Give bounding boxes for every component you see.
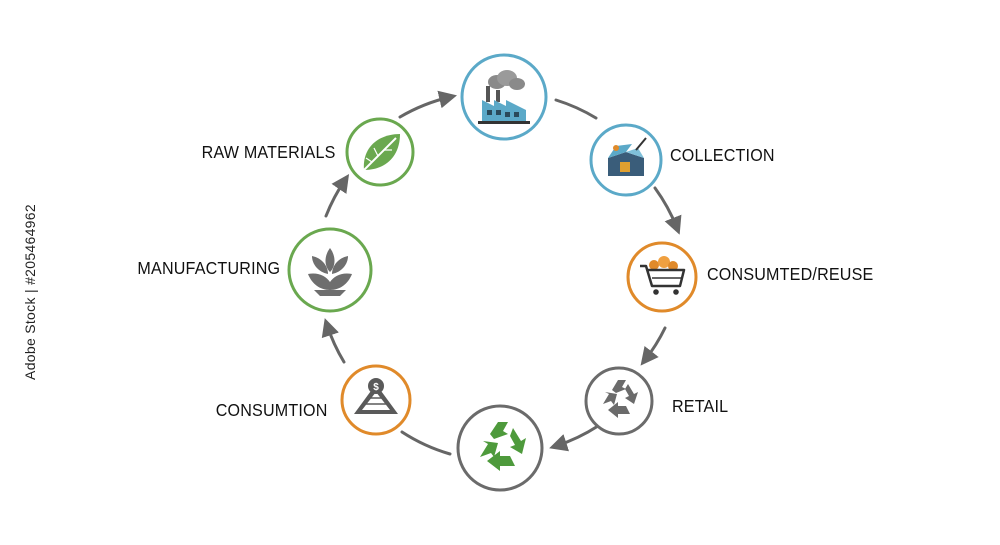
node-collection: [589, 123, 663, 197]
svg-text:$: $: [373, 382, 379, 393]
node-bottom: [456, 404, 544, 492]
label-consumtion: CONSUMTION: [216, 400, 328, 420]
shopping-cart-icon: [640, 256, 686, 295]
label-consumted-reuse: CONSUMTED/REUSE: [707, 264, 874, 284]
money-pyramid-icon: $: [354, 378, 398, 414]
node-factory: [460, 53, 548, 141]
leaf-icon: [363, 134, 400, 171]
arrow-raw-to-factory: [398, 90, 458, 119]
node-consumted-reuse: [626, 241, 698, 313]
arrow-consumtion-to-manufacturing: [321, 318, 346, 364]
connector-bottom-to-consumtion: [400, 430, 452, 456]
node-raw-materials: [345, 117, 415, 187]
node-manufacturing: [287, 227, 373, 313]
node-retail: [584, 366, 654, 436]
arrow-consumted-to-retail: [640, 326, 667, 366]
label-manufacturing: MANUFACTURING: [137, 258, 280, 278]
label-collection: COLLECTION: [670, 145, 775, 165]
lotus-icon: [308, 248, 352, 296]
label-raw-materials: RAW MATERIALS: [202, 142, 336, 162]
recycle-icon: [603, 380, 638, 418]
arrow-manufacturing-to-raw: [324, 174, 350, 218]
node-consumtion: $: [340, 364, 412, 436]
recycle-icon: [480, 422, 526, 471]
label-retail: RETAIL: [672, 396, 729, 416]
arrow-collection-to-consumted: [653, 186, 682, 235]
arrow-retail-to-bottom: [549, 424, 600, 452]
stock-id-text: Adobe Stock | #205464962: [22, 204, 38, 380]
collection-box-icon: [608, 137, 647, 176]
factory-icon: [478, 70, 530, 124]
connector-factory-to-collection: [554, 98, 598, 120]
